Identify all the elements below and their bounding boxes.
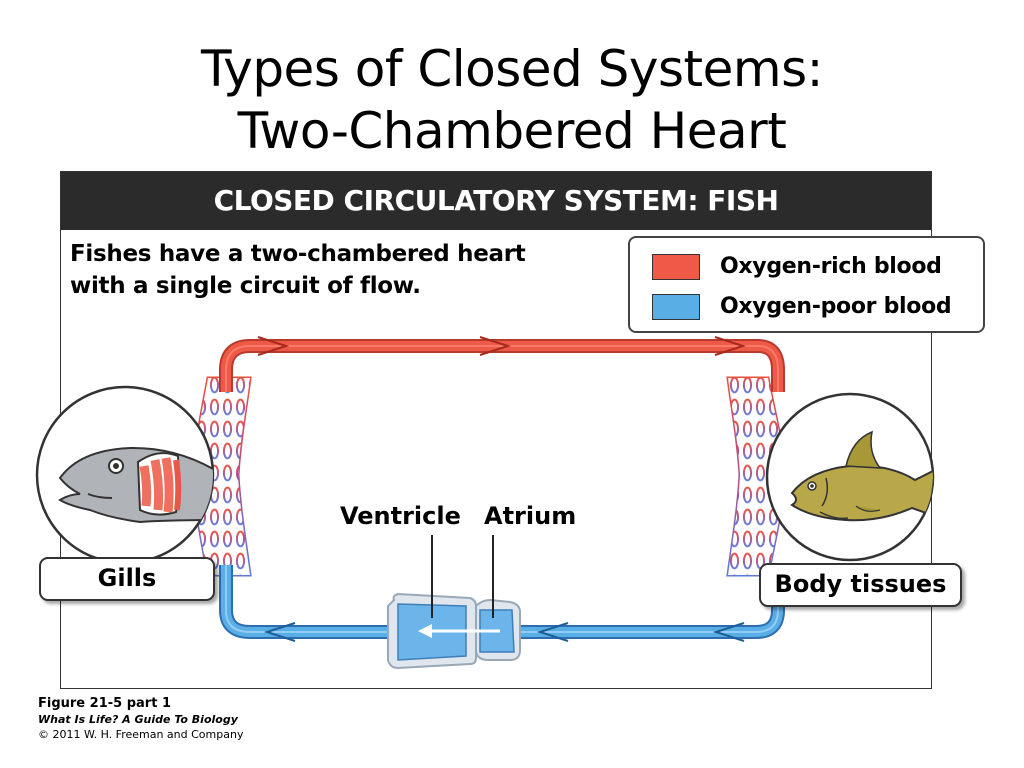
heart-pointer-lines [431,535,494,618]
caption-book-title: What Is Life? A Guide To Biology [38,713,238,726]
heart-icon [387,592,521,670]
figure-description: Fishes have a two-chambered heart with a… [70,238,610,302]
figure-caption: Figure 21-5 part 1 What Is Life? A Guide… [38,695,243,742]
legend: Oxygen-rich blood Oxygen-poor blood [628,236,985,333]
body-capillary-bed [726,376,788,577]
description-line2: with a single circuit of flow. [70,273,421,299]
gill-capillary-bed [190,376,252,577]
slide-title-line1: Types of Closed Systems: [200,40,824,98]
slide-title-line2: Two-Chambered Heart [237,102,787,160]
description-line1: Fishes have a two-chambered heart [70,241,526,267]
body-tissues-label: Body tissues [759,563,962,607]
slide-title: Types of Closed Systems: Two-Chambered H… [0,38,1024,162]
legend-label-oxygen-poor: Oxygen-poor blood [720,294,952,319]
ventricle-label: Ventricle [340,502,461,530]
legend-swatch-oxygen-poor [652,294,700,320]
figure-header: CLOSED CIRCULATORY SYSTEM: FISH [61,172,931,230]
flow-arrows-top [257,336,747,356]
atrium-label: Atrium [484,502,577,530]
gills-fish-head-icon [35,385,215,565]
whole-fish-icon [765,392,935,562]
legend-swatch-oxygen-rich [652,254,700,280]
legend-label-oxygen-rich: Oxygen-rich blood [720,254,942,279]
gills-label: Gills [39,557,215,601]
flow-arrows-bottom [263,622,745,642]
caption-figure-number: Figure 21-5 part 1 [38,696,171,711]
oxygen-rich-vessel [219,339,785,392]
caption-copyright: © 2011 W. H. Freeman and Company [38,728,244,741]
